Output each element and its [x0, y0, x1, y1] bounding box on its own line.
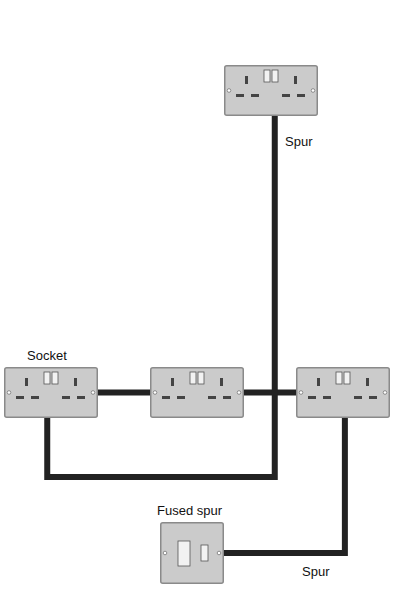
socket-outlet: Socket — [4, 367, 98, 418]
double-socket-symbol — [150, 367, 244, 418]
cable-run — [47, 116, 275, 477]
double-socket-symbol — [4, 367, 98, 418]
cable-run — [224, 418, 345, 553]
node-heading: Socket — [27, 348, 67, 363]
cable-label: Spur — [301, 564, 330, 579]
cable-line — [224, 418, 345, 553]
node-heading: Fused spur — [157, 503, 222, 518]
cable-line — [47, 116, 275, 477]
cable-line — [98, 390, 150, 396]
cable-label: Spur — [284, 134, 313, 149]
cable-run — [98, 392, 150, 393]
double-socket-symbol — [224, 65, 318, 116]
fused-spur-unit: Fused spur — [160, 522, 224, 584]
socket-outlet — [296, 367, 390, 418]
cable-line — [244, 390, 296, 396]
socket-outlet — [150, 367, 244, 418]
fused-spur-symbol — [160, 522, 224, 584]
double-socket-symbol — [296, 367, 390, 418]
cable-run — [244, 392, 296, 393]
socket-outlet — [224, 65, 318, 116]
